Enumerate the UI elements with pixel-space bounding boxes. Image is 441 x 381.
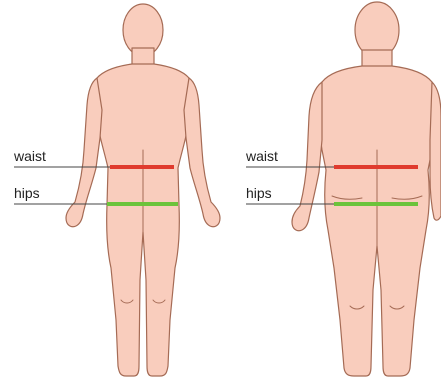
heavy-left-arm (292, 82, 322, 231)
heavy-waist-label: waist (245, 148, 278, 164)
slim-neck (132, 48, 154, 66)
heavy-right-arm (430, 82, 441, 220)
slim-right-arm (184, 78, 220, 227)
slim-waist-label: waist (13, 148, 46, 164)
heavy-figure (292, 2, 441, 376)
heavy-neck (362, 50, 392, 68)
slim-hips-label: hips (14, 185, 40, 201)
heavy-hips-label: hips (246, 185, 272, 201)
slim-figure (66, 4, 220, 376)
